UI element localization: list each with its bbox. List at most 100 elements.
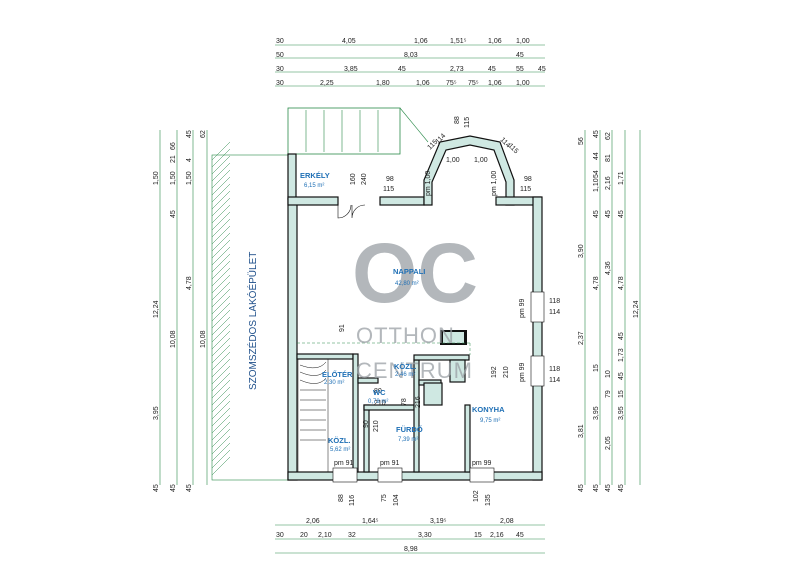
dim-text: 4,36 [605, 261, 612, 275]
hatch-line [211, 414, 231, 434]
dim-text: 216 [415, 396, 422, 408]
dim-text: 3,19⁵ [430, 518, 447, 525]
dim-text: 3,95 [153, 406, 160, 420]
dim-text: 3,90 [578, 244, 585, 258]
room-name-nappali: NAPPALI [393, 267, 425, 276]
hatch-line [211, 288, 231, 308]
dim-text: 2,37 [578, 331, 585, 345]
dim-text: 1,00 [446, 157, 460, 164]
dim-text: 1,06 [416, 80, 430, 87]
room-name-eloter: ELŐTÉR [322, 370, 353, 379]
dim-text: 3,95 [593, 406, 600, 420]
dim-text: 1,00 [474, 157, 488, 164]
dim-text: 2,06 [306, 518, 320, 525]
hatch-line [211, 225, 231, 245]
dim-text: 1,10 [593, 178, 600, 192]
dim-text: 45 [153, 484, 160, 492]
hatch-line [211, 379, 231, 399]
dim-text: 45 [593, 130, 600, 138]
hatch-line [211, 302, 231, 322]
dim-text: 45 [618, 484, 625, 492]
dim-text: pm 99 [472, 460, 492, 467]
dim-text: 45 [618, 372, 625, 380]
dim-text: 115 [383, 186, 394, 193]
hatch-line [211, 211, 231, 231]
dim-text: 45 [538, 66, 546, 73]
hatch-line [211, 428, 231, 448]
hatch-line [211, 316, 231, 336]
dim-text: 45 [186, 484, 193, 492]
dim-text: 45 [170, 210, 177, 218]
hatch-line [211, 442, 231, 462]
hatch-line [211, 155, 231, 175]
dim-text: 78 [401, 398, 408, 406]
dim-text: 30 [276, 66, 284, 73]
dim-text: 45 [578, 484, 585, 492]
hatch-line [211, 407, 231, 427]
dim-text: 160 [350, 173, 357, 185]
dim-text: 2,16 [605, 176, 612, 190]
dim-text: 116 [349, 495, 356, 506]
dim-text: 62 [200, 130, 207, 138]
dim-text: 88 [454, 116, 461, 124]
dim-text: 115 [464, 117, 471, 128]
hatch-line [211, 365, 231, 385]
dim-text: 240 [361, 173, 368, 185]
left-dimensions: 1,50 12,24 3,95 45 66 21 1,50 45 10,08 4… [153, 130, 207, 492]
balcony-door [337, 204, 366, 219]
room-area-eloter: 2,30 m² [324, 380, 344, 386]
dim-text: 1,71 [618, 171, 625, 185]
dim-text: 15 [593, 364, 600, 372]
dim-text: 12,24 [153, 300, 160, 318]
dim-text: 1,00 [516, 38, 530, 45]
dim-text: 66 [170, 142, 177, 150]
dim-text: 45 [593, 484, 600, 492]
room-labels: ERKÉLY 6,15 m² NAPPALI 42,80 m² ELŐTÉR 2… [300, 171, 505, 453]
hatch-line [211, 232, 231, 252]
hatch-line [211, 141, 231, 161]
dim-text: 2,05 [605, 436, 612, 450]
hatch-line [211, 351, 231, 371]
hatch-line [211, 295, 231, 315]
dim-text: 44 [593, 152, 600, 160]
otthon-centrum-watermark: OC OTTHON CENTRUM [352, 226, 478, 383]
hatch-line [211, 456, 231, 476]
dim-text: 98 [524, 176, 532, 183]
dim-text: 75⁵ [446, 80, 457, 87]
room-name-erkely: ERKÉLY [300, 171, 330, 180]
dim-text: pm 91 [334, 460, 354, 467]
top-dimensions: 30 4,05 1,06 1,51⁵ 1,06 1,00 50 8,03 45 … [276, 38, 546, 87]
hatch-line [211, 176, 231, 196]
dim-text: pm 91 [380, 460, 400, 467]
dim-text: 118 [549, 298, 560, 305]
room-area-erkely: 6,15 m² [304, 183, 324, 189]
dim-text: 45 [618, 210, 625, 218]
dim-text: pm 1,00 [425, 171, 432, 196]
hatch-line [211, 169, 231, 189]
dim-text: 45 [605, 210, 612, 218]
watermark-logo: OC [352, 226, 478, 320]
bottom-dimensions: 2,06 1,64⁵ 3,19⁵ 2,08 30 20 2,10 32 3,30… [276, 518, 524, 553]
dim-text: 115 [507, 142, 520, 155]
dim-text: 1,06 [488, 38, 502, 45]
dim-text: pm 99 [519, 362, 526, 382]
hatch-line [211, 204, 231, 224]
dim-text: 30 [276, 80, 284, 87]
dim-text: 20 [300, 532, 308, 539]
dim-text: 45 [516, 52, 524, 59]
dim-text: 12,24 [633, 300, 640, 318]
dim-text: 2,16 [490, 532, 504, 539]
watermark-line2: CENTRUM [356, 358, 473, 383]
hatch-line [211, 190, 231, 210]
room-name-kozl: KÖZL. [328, 436, 351, 445]
hatch-line [211, 183, 231, 203]
room-area-konyha: 9,75 m² [480, 418, 500, 424]
hatch-line [211, 372, 231, 392]
dim-text: 56 [578, 137, 585, 145]
dim-text: 3,30 [418, 532, 432, 539]
room-area-kozl: 5,62 m² [330, 447, 350, 453]
hatch-line [211, 274, 231, 294]
dim-text: 98 [386, 176, 394, 183]
dim-text: 90 [363, 420, 370, 428]
dim-text: 8,03 [404, 52, 418, 59]
